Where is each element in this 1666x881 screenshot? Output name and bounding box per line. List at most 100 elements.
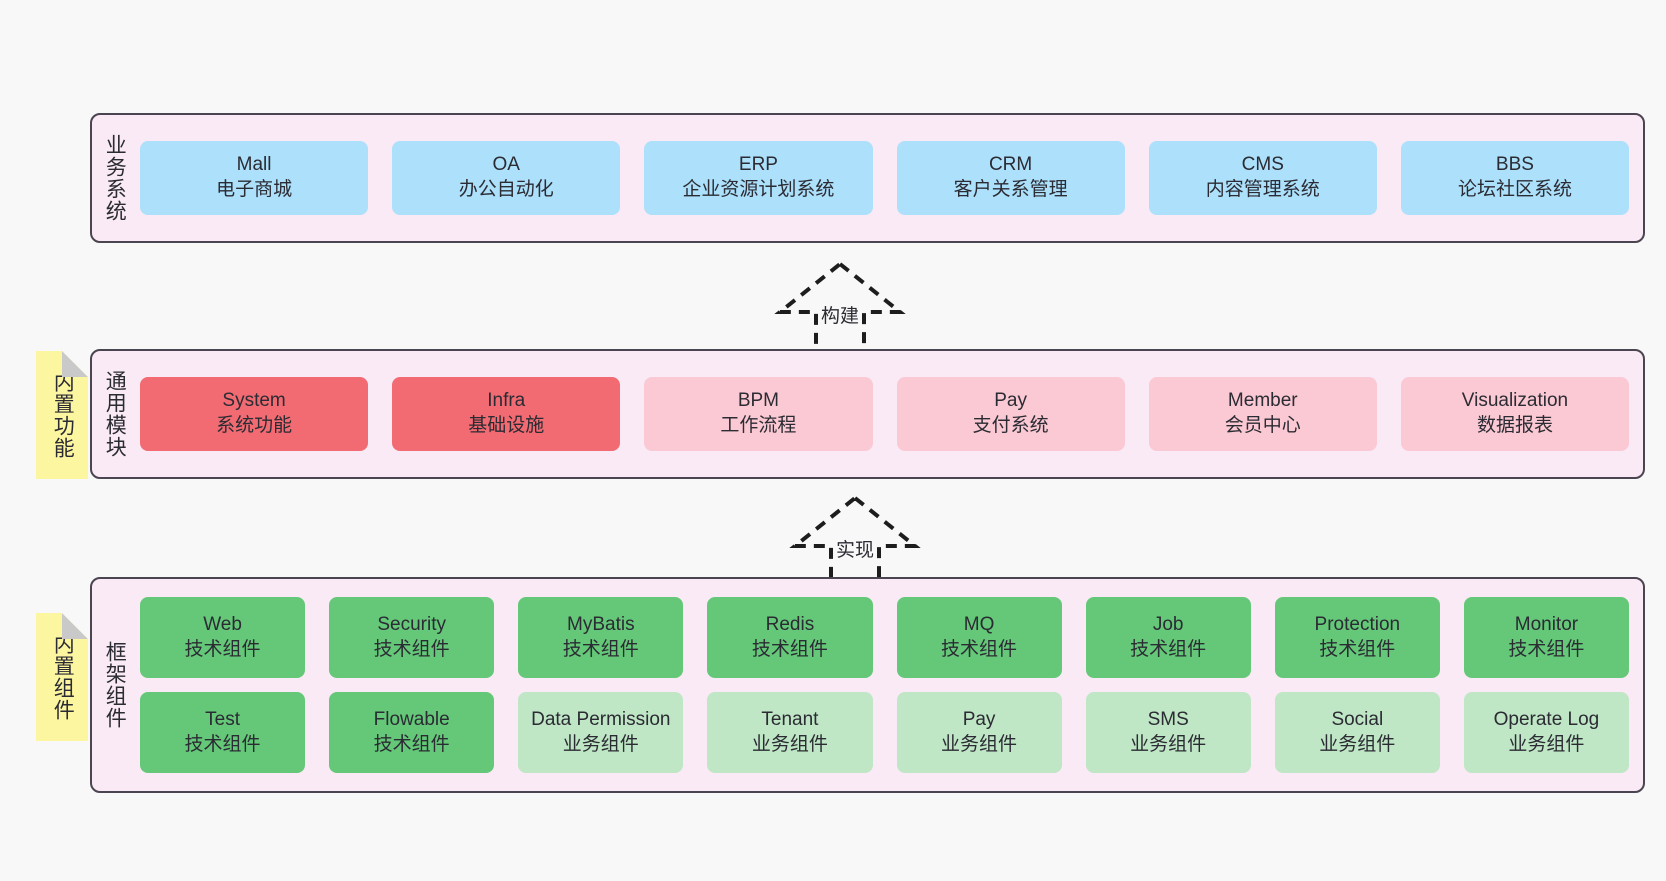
card-subtitle: 论坛社区系统 (1457, 179, 1572, 200)
card-title: Mall (236, 154, 272, 176)
card-subtitle: 技术组件 (373, 638, 450, 660)
card-subtitle: 技术组件 (1319, 638, 1396, 660)
layer-framework-component: 框架组件 Web 技术组件 Security 技术组件 MyBatis 技术组件… (90, 577, 1645, 793)
card-title: Protection (1314, 613, 1401, 635)
card-system[interactable]: System 系统功能 (140, 377, 369, 451)
card-subtitle: 工作流程 (720, 415, 797, 436)
layer-framework-component-title: 框架组件 (103, 641, 127, 729)
layer-common-module: 通用模块 System 系统功能 Infra 基础设施 BPM 工作流程 Pay… (90, 349, 1645, 479)
card-row: Mall 电子商城 OA 办公自动化 ERP 企业资源计划系统 CRM 客户关系… (140, 141, 1630, 215)
card-title: Web (203, 613, 242, 635)
card-title: Test (205, 708, 240, 730)
card-subtitle: 技术组件 (1508, 638, 1585, 660)
card-title: Tenant (761, 708, 819, 730)
card-title: Infra (487, 390, 526, 412)
card-title: Job (1152, 613, 1184, 635)
card-row: Test 技术组件 Flowable 技术组件 Data Permission … (140, 692, 1629, 773)
card-subtitle: 业务组件 (1130, 733, 1207, 755)
card-redis[interactable]: Redis 技术组件 (707, 597, 873, 678)
card-title: OA (492, 154, 520, 176)
card-subtitle: 基础设施 (468, 415, 545, 436)
card-mybatis[interactable]: MyBatis 技术组件 (518, 597, 684, 678)
card-title: Visualization (1461, 390, 1569, 412)
card-security[interactable]: Security 技术组件 (329, 597, 495, 678)
tab-builtin-feature-label: 内置功能 (51, 371, 75, 459)
card-flowable[interactable]: Flowable 技术组件 (329, 692, 495, 773)
card-title: Operate Log (1493, 708, 1600, 730)
card-visualization[interactable]: Visualization 数据报表 (1400, 377, 1630, 451)
card-title: Social (1331, 708, 1384, 730)
card-title: BBS (1495, 154, 1534, 176)
card-title: BPM (737, 390, 780, 412)
connector-build: 构建 (760, 260, 920, 356)
card-social[interactable]: Social 业务组件 (1274, 692, 1440, 773)
card-cms[interactable]: CMS 内容管理系统 (1148, 141, 1377, 215)
card-protection[interactable]: Protection 技术组件 (1274, 597, 1440, 678)
card-operate-log[interactable]: Operate Log 业务组件 (1463, 692, 1629, 773)
card-title: Member (1227, 390, 1298, 412)
layer-business-system: 业务系统 Mall 电子商城 OA 办公自动化 ERP 企业资源计划系统 CRM… (90, 113, 1645, 243)
card-pay-module[interactable]: Pay 支付系统 (896, 377, 1125, 451)
card-subtitle: 业务组件 (751, 733, 828, 755)
card-subtitle: 技术组件 (1130, 638, 1207, 660)
card-subtitle: 企业资源计划系统 (682, 179, 835, 200)
card-title: Data Permission (531, 708, 671, 730)
card-subtitle: 技术组件 (373, 733, 450, 755)
card-bpm[interactable]: BPM 工作流程 (644, 377, 873, 451)
card-mq[interactable]: MQ 技术组件 (896, 597, 1062, 678)
card-test[interactable]: Test 技术组件 (140, 692, 306, 773)
card-monitor[interactable]: Monitor 技术组件 (1463, 597, 1629, 678)
card-title: MQ (963, 613, 995, 635)
card-data-permission[interactable]: Data Permission 业务组件 (518, 692, 684, 773)
card-mall[interactable]: Mall 电子商城 (140, 141, 369, 215)
card-title: CMS (1241, 154, 1284, 176)
card-subtitle: 系统功能 (216, 415, 293, 436)
card-title: ERP (738, 154, 778, 176)
card-member[interactable]: Member 会员中心 (1148, 377, 1377, 451)
card-subtitle: 内容管理系统 (1205, 179, 1320, 200)
tab-builtin-component: 内置组件 (36, 613, 88, 741)
layer-business-system-title: 业务系统 (103, 134, 127, 222)
card-title: Pay (994, 390, 1027, 412)
card-title: SMS (1147, 708, 1189, 730)
card-subtitle: 技术组件 (751, 638, 828, 660)
card-title: CRM (988, 154, 1033, 176)
card-bbs[interactable]: BBS 论坛社区系统 (1400, 141, 1630, 215)
card-title: Redis (765, 613, 815, 635)
connector-implement: 实现 (775, 494, 935, 590)
card-row: System 系统功能 Infra 基础设施 BPM 工作流程 Pay 支付系统… (140, 377, 1630, 451)
card-crm[interactable]: CRM 客户关系管理 (896, 141, 1125, 215)
card-title: Monitor (1514, 613, 1579, 635)
connector-build-label: 构建 (820, 306, 859, 327)
card-subtitle: 电子商城 (216, 179, 293, 200)
card-infra[interactable]: Infra 基础设施 (392, 377, 621, 451)
card-subtitle: 会员中心 (1224, 415, 1301, 436)
card-subtitle: 技术组件 (184, 638, 261, 660)
card-pay-component[interactable]: Pay 业务组件 (896, 692, 1062, 773)
card-sms[interactable]: SMS 业务组件 (1085, 692, 1251, 773)
connector-implement-label: 实现 (835, 540, 874, 561)
card-job[interactable]: Job 技术组件 (1085, 597, 1251, 678)
card-row: Web 技术组件 Security 技术组件 MyBatis 技术组件 Redi… (140, 597, 1629, 678)
card-subtitle: 业务组件 (562, 733, 639, 755)
card-subtitle: 业务组件 (1508, 733, 1585, 755)
card-subtitle: 客户关系管理 (953, 179, 1068, 200)
card-title: MyBatis (567, 613, 635, 635)
card-tenant[interactable]: Tenant 业务组件 (707, 692, 873, 773)
layer-common-module-body: System 系统功能 Infra 基础设施 BPM 工作流程 Pay 支付系统… (136, 351, 1643, 477)
layer-framework-component-body: Web 技术组件 Security 技术组件 MyBatis 技术组件 Redi… (136, 579, 1643, 791)
card-subtitle: 业务组件 (941, 733, 1018, 755)
layer-common-module-title: 通用模块 (103, 370, 127, 458)
card-subtitle: 技术组件 (562, 638, 639, 660)
card-subtitle: 业务组件 (1319, 733, 1396, 755)
card-subtitle: 办公自动化 (458, 179, 554, 200)
card-oa[interactable]: OA 办公自动化 (392, 141, 621, 215)
card-web[interactable]: Web 技术组件 (140, 597, 306, 678)
card-subtitle: 技术组件 (184, 733, 261, 755)
card-title: Security (377, 613, 446, 635)
card-erp[interactable]: ERP 企业资源计划系统 (644, 141, 873, 215)
tab-builtin-feature: 内置功能 (36, 351, 88, 479)
card-title: Pay (962, 708, 996, 730)
card-title: Flowable (373, 708, 450, 730)
